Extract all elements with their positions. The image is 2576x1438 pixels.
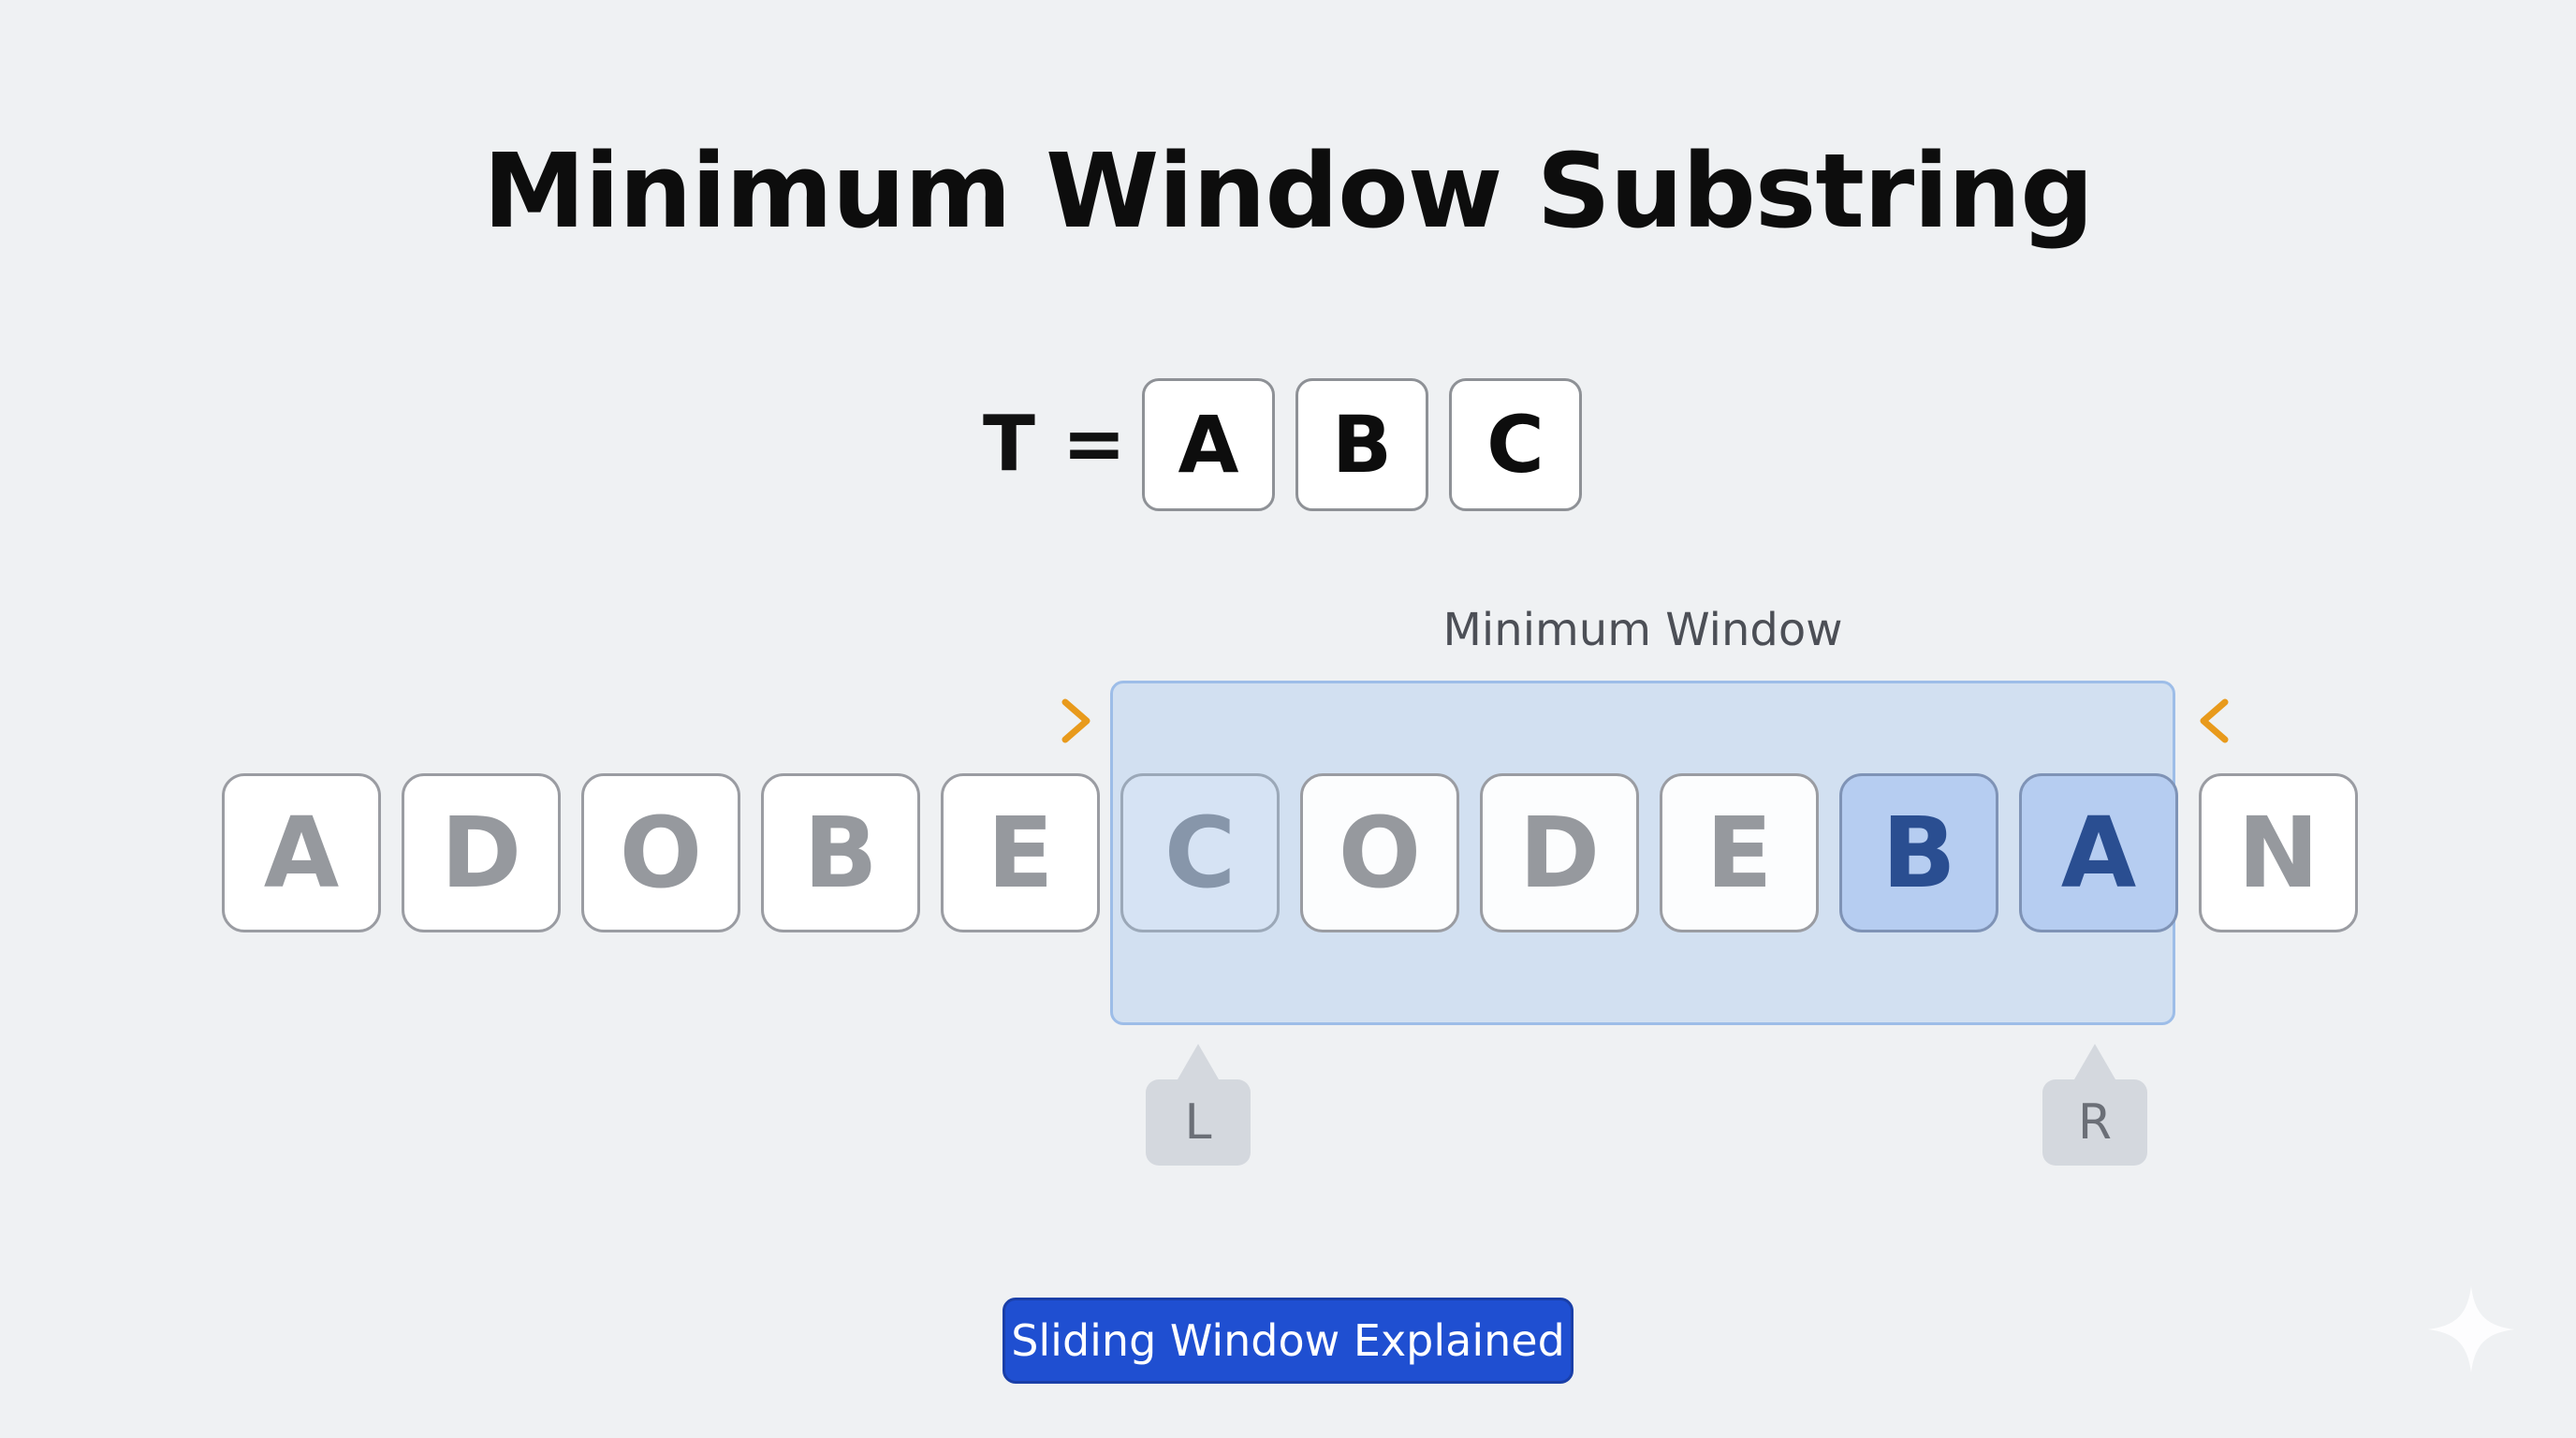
window-cell: O bbox=[1300, 773, 1459, 932]
letter-cell: O bbox=[581, 773, 740, 932]
target-letter-box: A bbox=[1142, 377, 1275, 511]
pointer-tip bbox=[1178, 1044, 1219, 1079]
target-letter-box: B bbox=[1295, 377, 1428, 511]
page-title: Minimum Window Substring bbox=[483, 131, 2094, 251]
letter-cell: N bbox=[2199, 773, 2358, 932]
matched-letter-cell: B bbox=[1839, 773, 1998, 932]
letter-cell: A bbox=[222, 773, 381, 932]
window-left-cell: C bbox=[1120, 773, 1280, 932]
caption-badge: Sliding Window Explained bbox=[1003, 1298, 1573, 1384]
right-pointer: R bbox=[2042, 1044, 2147, 1166]
letter-cell: E bbox=[941, 773, 1100, 932]
pointer-tip bbox=[2074, 1044, 2115, 1079]
letter-cell: B bbox=[761, 773, 920, 932]
target-label: T = bbox=[983, 400, 1127, 489]
target-set: T = A B C bbox=[983, 376, 1603, 512]
matched-letter-cell: A bbox=[2019, 773, 2178, 932]
target-letter-box: C bbox=[1449, 377, 1582, 511]
left-pointer-label: L bbox=[1146, 1079, 1251, 1166]
right-arrow-icon bbox=[964, 698, 1090, 743]
window-label: Minimum Window bbox=[1442, 604, 1843, 656]
sparkle-icon bbox=[2428, 1286, 2514, 1372]
letter-cell: D bbox=[402, 773, 561, 932]
left-pointer: L bbox=[1146, 1044, 1251, 1166]
window-cell: E bbox=[1660, 773, 1819, 932]
left-arrow-icon bbox=[2200, 698, 2326, 743]
window-cell: D bbox=[1480, 773, 1639, 932]
right-pointer-label: R bbox=[2042, 1079, 2147, 1166]
